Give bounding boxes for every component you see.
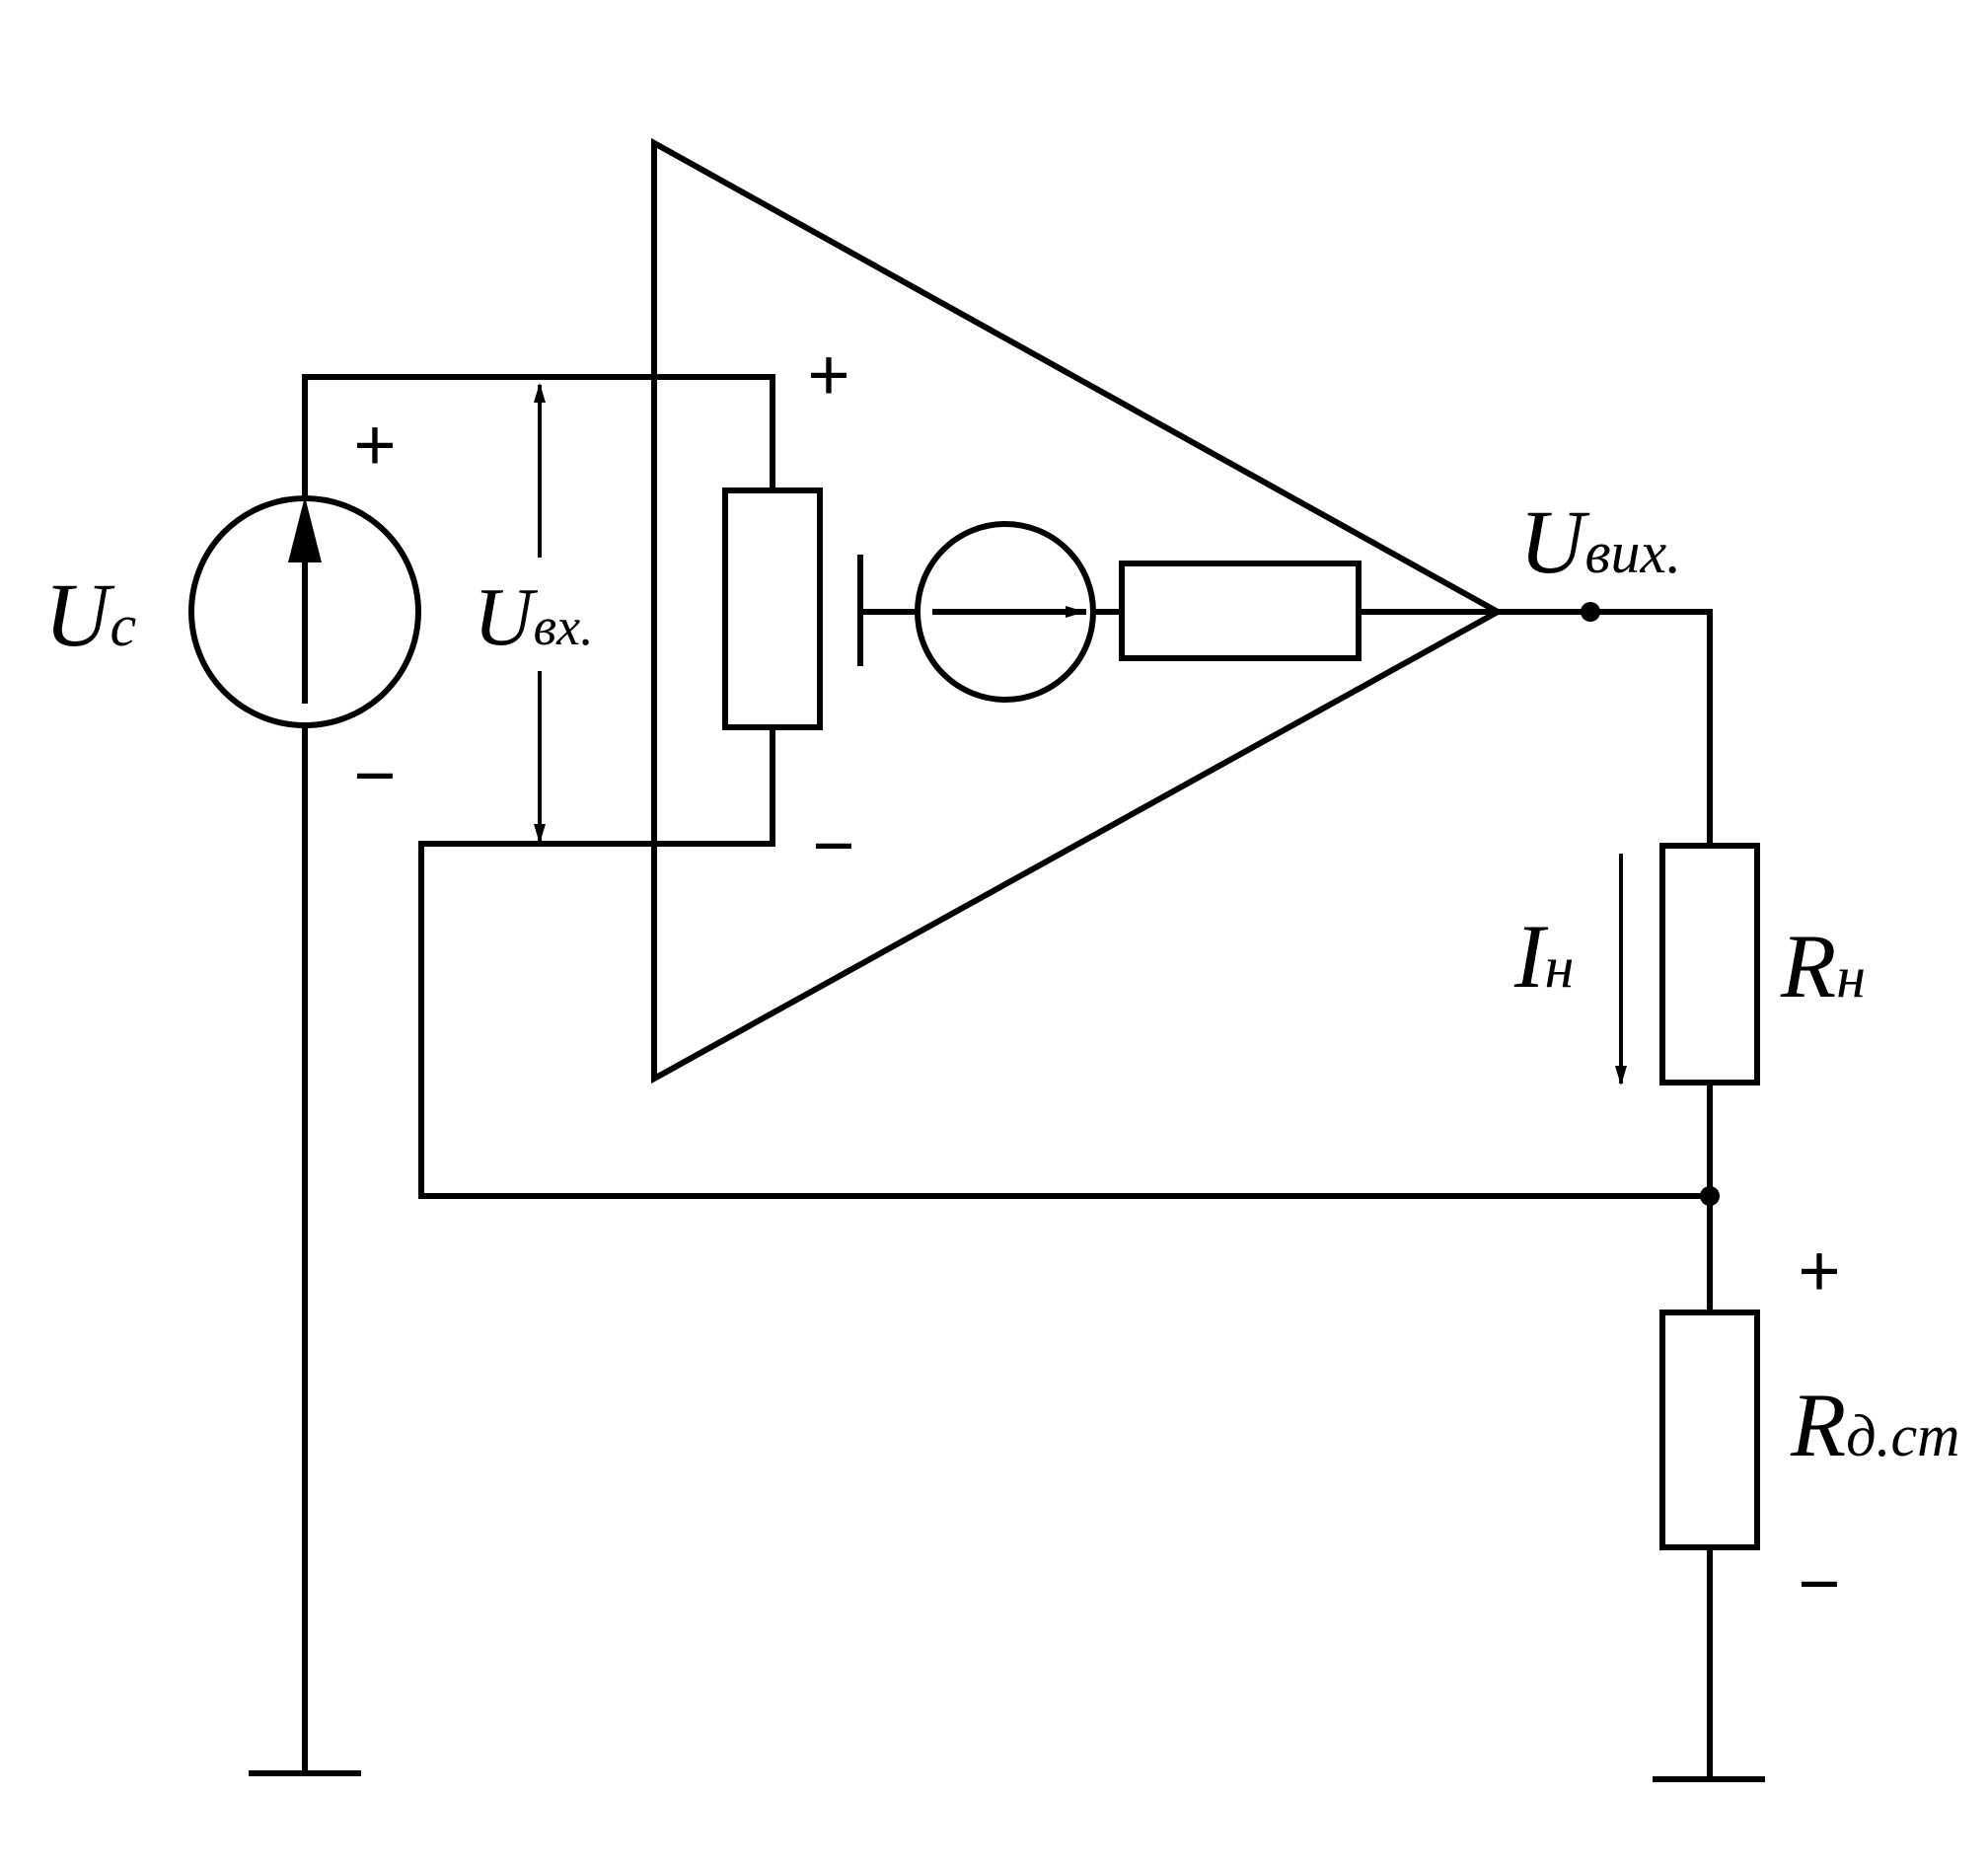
input-voltage-label: Uвх. bbox=[474, 571, 594, 663]
feedback-resistor-label: Rд.ст bbox=[1790, 1375, 1960, 1475]
source-voltage-label: Uc bbox=[44, 564, 136, 665]
feedback-node bbox=[1700, 1186, 1720, 1206]
input-plus-sign: + bbox=[807, 334, 849, 415]
feedback-resistor bbox=[1659, 1310, 1760, 1550]
output-resistor bbox=[1119, 561, 1362, 661]
wire-top-input bbox=[302, 374, 775, 501]
source-arrow-head bbox=[288, 496, 322, 562]
wire-output bbox=[1495, 609, 1713, 849]
amplifier-triangle bbox=[651, 137, 1505, 1085]
source-plus-sign: + bbox=[353, 404, 396, 486]
output-node bbox=[1581, 602, 1600, 622]
feedback-minus-sign: − bbox=[1798, 1542, 1840, 1624]
input-resistor bbox=[722, 487, 823, 730]
input-minus-sign: − bbox=[812, 804, 854, 886]
output-voltage-label: Uвих. bbox=[1519, 491, 1681, 592]
feedback-plus-sign: + bbox=[1798, 1230, 1840, 1311]
load-resistor-label: Rн bbox=[1780, 916, 1866, 1016]
load-resistor bbox=[1659, 843, 1760, 1086]
wire-bottom-input bbox=[418, 724, 1713, 1199]
source-minus-sign: − bbox=[353, 734, 396, 816]
load-current-label: Iн bbox=[1513, 906, 1574, 1007]
